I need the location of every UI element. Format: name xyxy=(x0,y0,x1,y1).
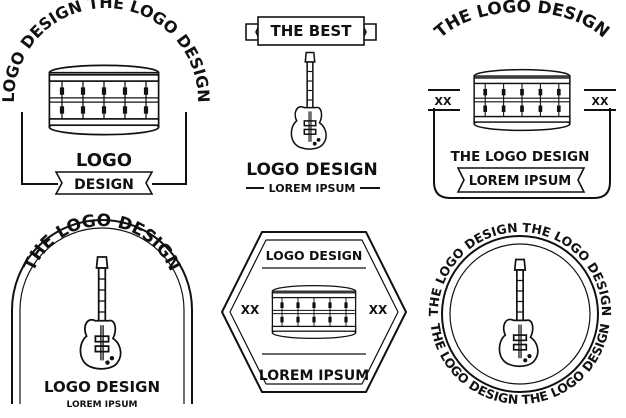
badge4-subtitle: LOREM IPSUM xyxy=(67,400,138,410)
guitar-icon xyxy=(290,51,327,150)
badge-drum-logo: LOGO DESIGN THE LOGO DESIGN LOGO DESIGN xyxy=(0,0,213,195)
badge3-left-tag: XX xyxy=(435,95,452,108)
badge-guitar-circle: THE LOGO DESIGN THE LOGO DESIGN THE LOGO… xyxy=(426,220,614,407)
badge1-ribbon-text: DESIGN xyxy=(74,177,134,193)
badge5-left-tag: XX xyxy=(241,303,260,317)
drum-icon xyxy=(48,64,160,136)
badge3-right-tag: XX xyxy=(592,95,609,108)
drum-icon xyxy=(473,68,571,132)
badge4-title: LOGO DESIGN xyxy=(44,378,160,396)
badge3-arc-text: THE LOGO DESIGN xyxy=(431,0,613,42)
badge2-title: LOGO DESIGN xyxy=(246,160,377,180)
badge3-title: THE LOGO DESIGN xyxy=(451,149,590,165)
badge5-subtitle: LOREM IPSUM xyxy=(259,368,369,384)
badge-guitar-arch: THE LOGO DESIGN LOGO DESIGN LOREM IPSUM xyxy=(11,211,193,410)
drum-icon xyxy=(271,284,357,340)
badge-guitar-best: THE BEST LOGO DESIGN LOREM IPSUM xyxy=(245,16,380,195)
badge-drum-hexagon: LOGO DESIGN XX XX LOREM IPSUM xyxy=(221,231,407,393)
guitar-icon xyxy=(79,256,122,370)
badge1-title: LOGO xyxy=(76,150,132,171)
badge2-subtitle: LOREM IPSUM xyxy=(269,182,356,195)
badge-drum-the-logo: THE LOGO DESIGN XX XX THE LOGO DESIGN LO… xyxy=(428,0,616,199)
badge5-title: LOGO DESIGN xyxy=(266,248,363,263)
badge3-subtitle: LOREM IPSUM xyxy=(469,174,571,189)
guitar-icon xyxy=(498,258,539,368)
badge5-right-tag: XX xyxy=(369,303,388,317)
badge2-ribbon-text: THE BEST xyxy=(271,22,353,40)
